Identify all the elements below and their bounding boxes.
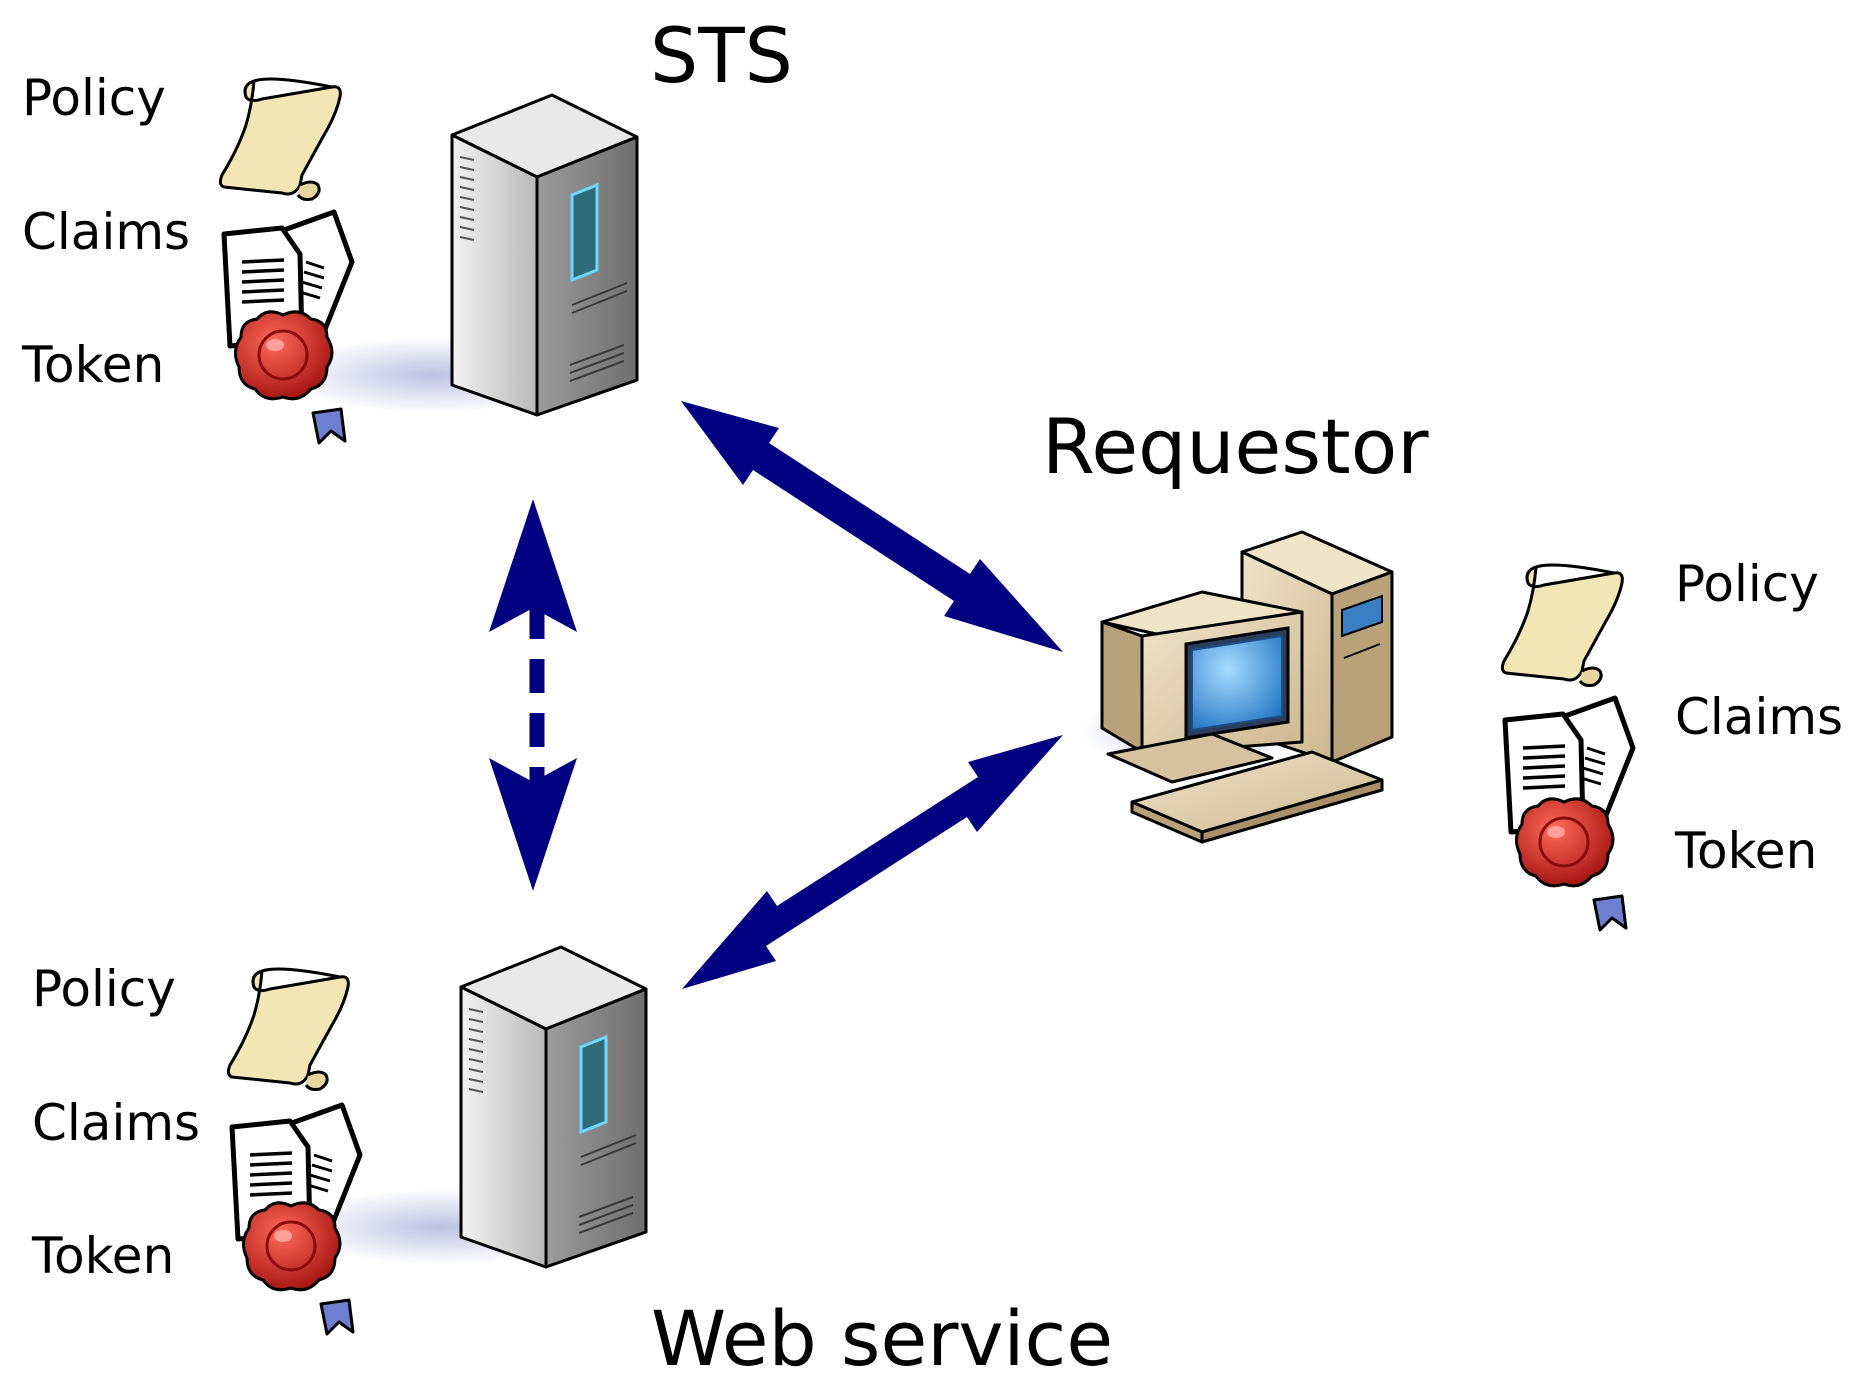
requestor-policy-label: Policy [1675, 555, 1819, 613]
arrow-sts-webservice-dashed [489, 499, 577, 891]
requestor-title: Requestor [1042, 402, 1429, 491]
web-service-title: Web service [651, 1294, 1113, 1383]
requestor-policy-scroll-icon [1500, 563, 1624, 687]
web-service-token-label: Token [31, 1227, 174, 1285]
sts-policy-label: Policy [22, 69, 166, 127]
arrow-webservice-requestor [682, 735, 1063, 989]
sts-title: STS [650, 11, 793, 100]
web-service-policy-scroll-icon [226, 967, 350, 1091]
requestor-claims-label: Claims [1675, 688, 1843, 746]
requestor-computer-icon [1080, 530, 1394, 844]
web-service-policy-label: Policy [32, 960, 176, 1018]
connection-arrows [489, 401, 1063, 989]
sts-policy-scroll-icon [218, 77, 342, 201]
arrow-sts-requestor [681, 401, 1063, 652]
requestor-token-seal-icon [1514, 797, 1628, 932]
sts-token-label: Token [21, 336, 164, 394]
sts-claims-label: Claims [22, 203, 190, 261]
requestor-token-label: Token [1674, 822, 1817, 880]
web-service-claims-label: Claims [32, 1094, 200, 1152]
